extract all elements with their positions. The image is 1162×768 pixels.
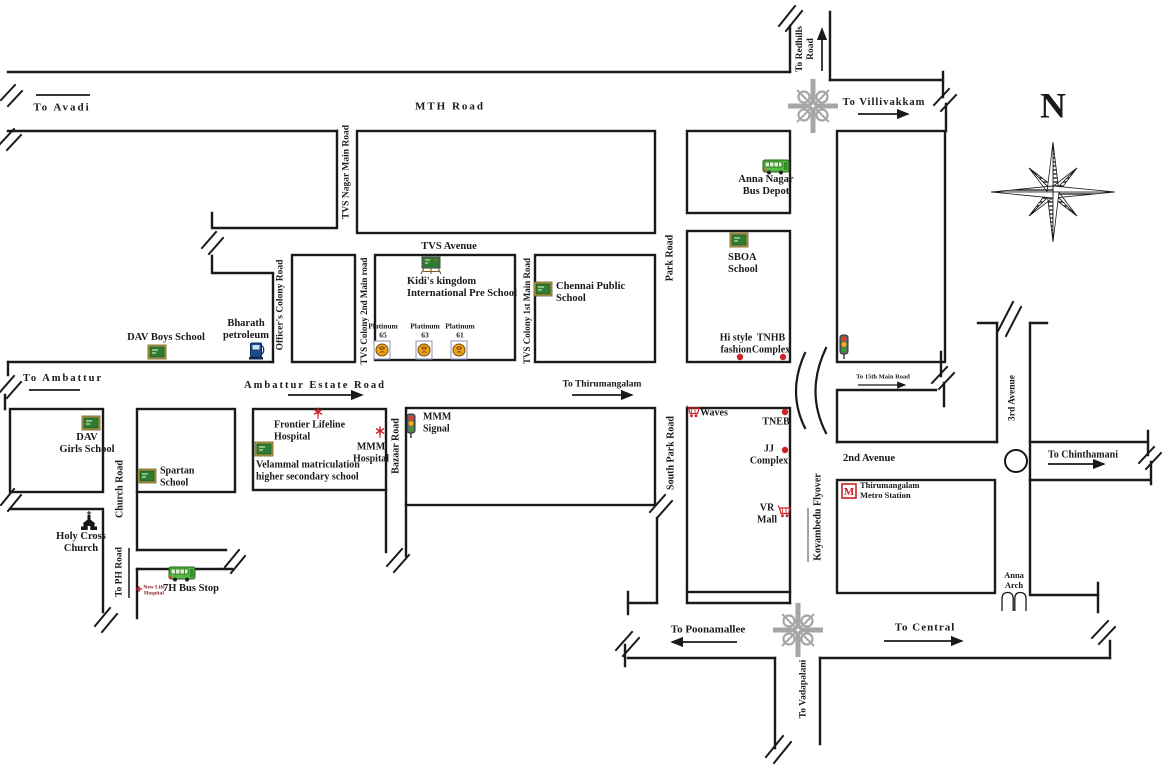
platinum-61-icon [450, 340, 468, 360]
hi-style-fashion-dot [736, 353, 744, 361]
svg-text:M: M [844, 486, 855, 498]
tneb-dot [781, 408, 789, 416]
map-icons: M [81, 79, 1116, 657]
compass-rose-icon [990, 141, 1116, 243]
road-network [0, 4, 1162, 765]
roundabout-icon [1004, 449, 1028, 473]
preschool-easel-icon [420, 256, 442, 275]
road-break-marks [0, 4, 1162, 765]
school-icon-sboa [729, 232, 749, 248]
direction-arrows [29, 27, 1106, 648]
traffic-light-icon-mmm [406, 413, 416, 438]
interchange-icon-top [788, 79, 838, 133]
school-icon-velammal [254, 441, 274, 457]
hospital-cross-icon-newlife [136, 586, 142, 592]
vr-mall-cart-icon [777, 505, 791, 518]
hospital-icon-frontier [313, 407, 323, 419]
tnhb-complex-dot [779, 353, 787, 361]
interchange-icon-bottom [773, 603, 823, 657]
traffic-light-icon-15th [839, 334, 849, 359]
platinum-65-icon [373, 340, 391, 360]
school-icon-spartan [137, 468, 157, 484]
school-icon-chennai [533, 281, 553, 297]
school-icon-dav-boys [147, 344, 167, 360]
metro-icon: M [841, 483, 857, 499]
waves-cart-icon [686, 405, 700, 418]
church-icon [81, 511, 97, 530]
bus-stop-icon [168, 566, 196, 582]
bus-depot-icon [762, 159, 790, 175]
city-blocks [8, 129, 997, 595]
school-icon-dav-girls [81, 415, 101, 431]
fuel-pump-icon [249, 342, 265, 360]
anna-arch-icon [1001, 591, 1027, 611]
hospital-icon-mmm [375, 426, 385, 438]
jj-complex-dot [781, 446, 789, 454]
platinum-63-icon [415, 340, 433, 360]
